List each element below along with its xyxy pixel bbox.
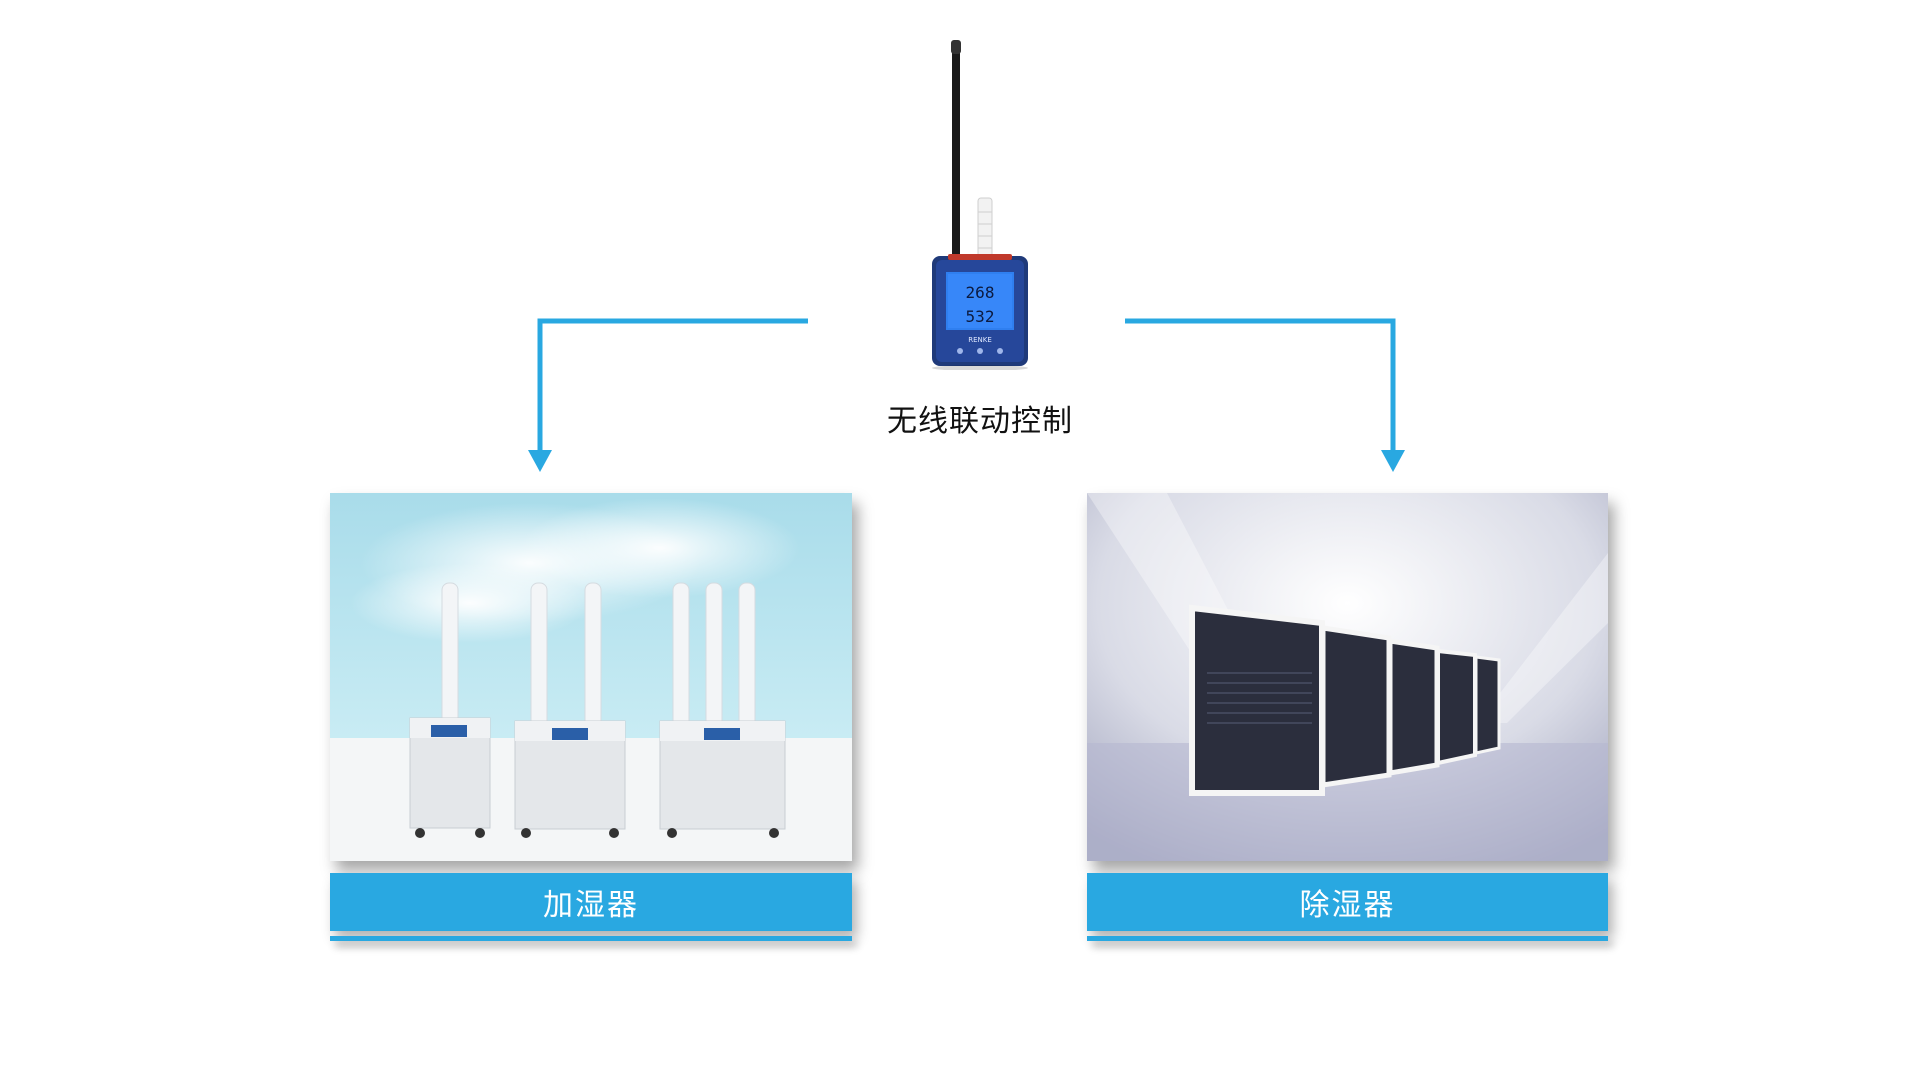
device-button-icon bbox=[957, 348, 963, 354]
humidifier-photo bbox=[330, 493, 852, 861]
dehumidifier-label: 除湿器 bbox=[1087, 873, 1608, 931]
humidifier-unit-icon bbox=[514, 582, 626, 838]
dehumidifier-label-text: 除湿器 bbox=[1299, 888, 1396, 923]
device-button-icon bbox=[997, 348, 1003, 354]
dehumidifier-unit-icon bbox=[1189, 604, 1325, 796]
dehumidifier-unit-icon bbox=[1474, 655, 1501, 755]
humidifier-label: 加湿器 bbox=[330, 873, 852, 931]
humidifier-unit-icon bbox=[659, 582, 786, 838]
dehumidifier-unit-icon bbox=[1387, 638, 1440, 776]
arrowhead-left bbox=[528, 450, 552, 472]
center-caption: 无线联动控制 bbox=[887, 404, 1073, 439]
humidifier-unit-icon bbox=[409, 582, 491, 838]
screen-value-top: 268 bbox=[966, 283, 995, 302]
humidifier-label-underline bbox=[330, 936, 852, 941]
antenna-icon bbox=[952, 46, 960, 272]
arrow-to-dehumidifier bbox=[1125, 318, 1396, 462]
wireless-sensor-device: 268 532 RENKE bbox=[920, 40, 1040, 371]
device-brand: RENKE bbox=[968, 336, 992, 344]
humidifier-label-text: 加湿器 bbox=[543, 888, 639, 923]
dehumidifier-label-underline bbox=[1087, 936, 1608, 941]
device-button-icon bbox=[977, 348, 983, 354]
arrowhead-right bbox=[1381, 450, 1405, 472]
screen-value-bottom: 532 bbox=[966, 307, 995, 326]
arrow-to-humidifier bbox=[537, 318, 808, 462]
dehumidifier-unit-icon bbox=[1320, 625, 1392, 788]
dehumidifier-unit-icon bbox=[1436, 648, 1477, 766]
dehumidifier-photo bbox=[1087, 493, 1608, 861]
